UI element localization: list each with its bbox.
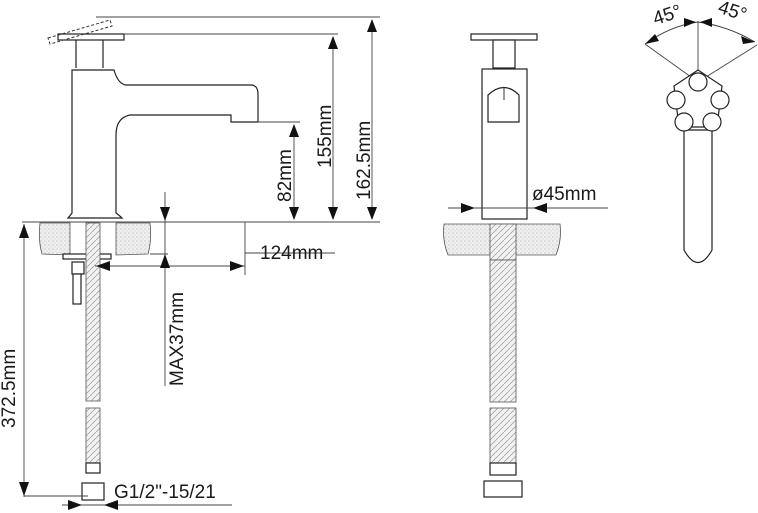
hose-length-label: 372.5mm — [0, 348, 20, 428]
handle-lever-top — [683, 129, 713, 264]
total-height-label: 162.5mm — [354, 120, 375, 200]
max-deck-thickness-label: MAX37mm — [167, 292, 188, 386]
base-diameter-label: ø45mm — [532, 184, 597, 205]
top-view — [644, 18, 758, 264]
handle-lever-raised — [47, 19, 113, 45]
handle-lever — [57, 33, 125, 41]
spout-height-label: 82mm — [275, 149, 296, 202]
hose-nut — [81, 482, 105, 501]
supply-hose — [85, 222, 101, 402]
connection-thread-label: G1/2"-15/21 — [114, 482, 216, 503]
handle-height-label: 155mm — [315, 104, 336, 168]
side-view — [19, 16, 380, 510]
faucet-body — [66, 69, 259, 219]
spout-reach-label: 124mm — [260, 243, 324, 264]
front-view — [443, 33, 608, 498]
